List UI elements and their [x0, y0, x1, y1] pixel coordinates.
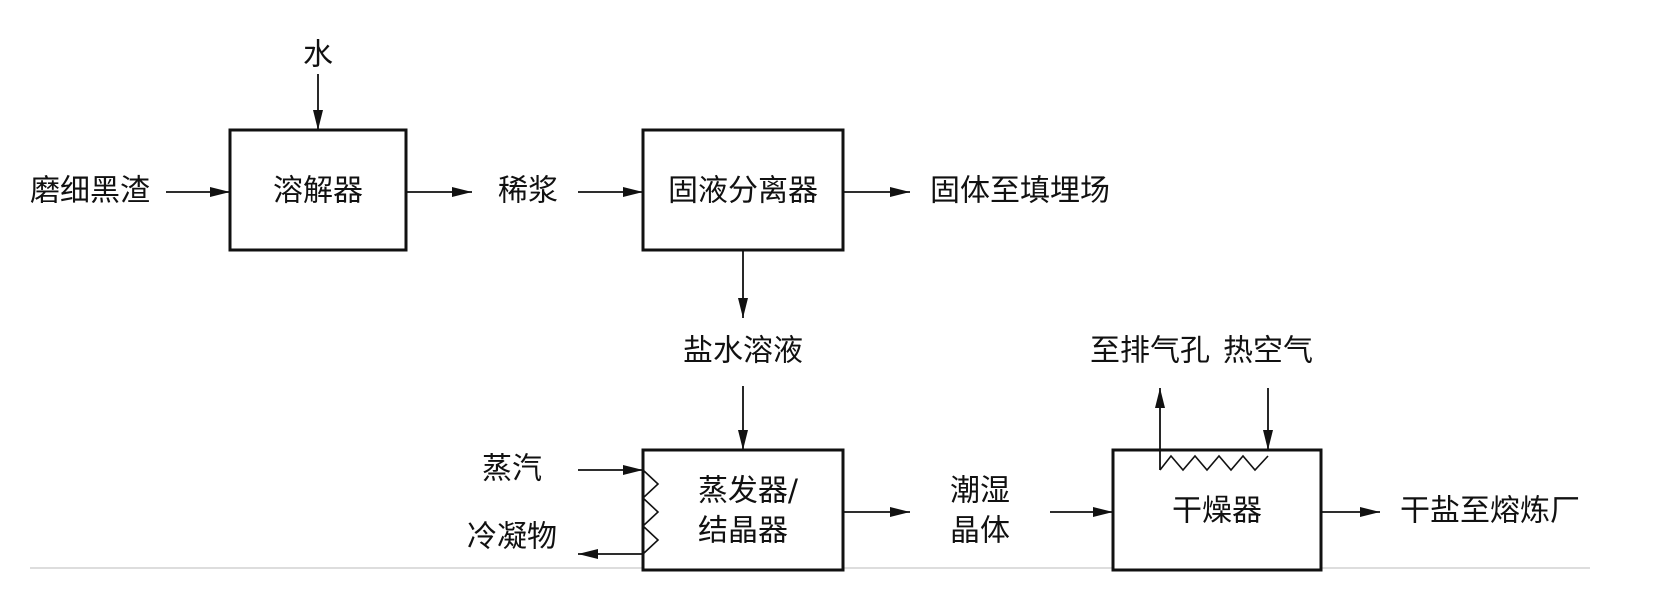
black-slag-label: 磨细黑渣: [30, 174, 150, 209]
dryer-air-coil-icon: [1159, 454, 1269, 472]
slurry-label: 稀浆: [498, 174, 558, 209]
dissolver-box: [228, 128, 408, 252]
dryer-box: [1111, 448, 1323, 572]
wet-crystals-label-line1: 潮湿: [950, 474, 1010, 509]
hot-air-label: 热空气: [1223, 334, 1313, 369]
separator-box: [641, 128, 845, 252]
brine-label: 盐水溶液: [683, 334, 803, 369]
vent-label: 至排气孔: [1090, 334, 1210, 369]
steam-label: 蒸汽: [482, 452, 542, 487]
water-label: 水: [303, 38, 333, 73]
evaporator-label-line1: 蒸发器/: [698, 474, 799, 509]
condensate-label: 冷凝物: [467, 520, 557, 555]
evaporator-steam-coil-icon: [641, 469, 660, 555]
wet-crystals-label-line2: 晶体: [950, 514, 1010, 549]
dryer-label: 干燥器: [1172, 494, 1262, 529]
separator-label: 固液分离器: [668, 174, 818, 209]
evaporator-label-line2: 结晶器: [698, 514, 788, 549]
solids-output-label: 固体至填埋场: [930, 174, 1110, 209]
dry-salt-output-label: 干盐至熔炼厂: [1400, 494, 1580, 529]
evaporator-box: [641, 448, 845, 572]
dissolver-label: 溶解器: [273, 174, 363, 209]
